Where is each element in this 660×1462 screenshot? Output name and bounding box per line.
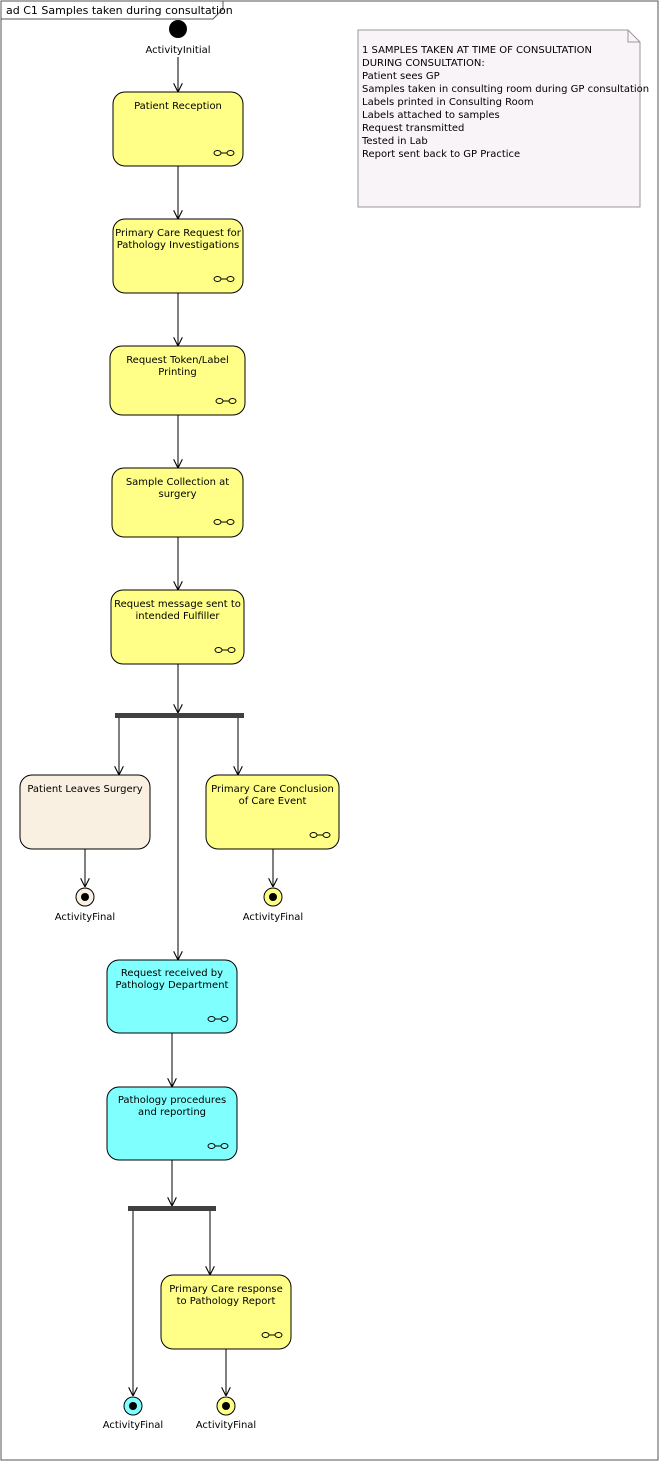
note-line: 1 SAMPLES TAKEN AT TIME OF CONSULTATION bbox=[362, 45, 593, 56]
activity-primary-care-response bbox=[160, 1274, 292, 1350]
title-tab bbox=[1, 1, 224, 20]
rake-icon bbox=[213, 150, 235, 156]
activity-label: Patient Reception bbox=[134, 101, 222, 112]
activity-pathology-procedures bbox=[106, 1086, 238, 1161]
note-line: Labels attached to samples bbox=[362, 110, 500, 121]
final-node bbox=[263, 887, 283, 907]
activity-label: Sample Collection at surgery bbox=[125, 477, 230, 500]
activity-label: Pathology procedures and reporting bbox=[117, 1095, 227, 1118]
activity-patient-reception bbox=[112, 91, 244, 167]
activity-patient-leaves-surgery bbox=[19, 774, 151, 850]
rake-icon bbox=[214, 647, 236, 653]
note-text: 1 SAMPLES TAKEN AT TIME OF CONSULTATION … bbox=[362, 44, 650, 161]
rake-icon bbox=[213, 519, 235, 525]
activity-request-received bbox=[106, 959, 238, 1034]
final-node-label: ActivityFinal bbox=[102, 1420, 164, 1431]
activity-label: Patient Leaves Surgery bbox=[27, 784, 143, 795]
final-node-label: ActivityFinal bbox=[195, 1420, 257, 1431]
final-node bbox=[123, 1396, 143, 1416]
diagram-title: ad C1 Samples taken during consultation bbox=[6, 4, 233, 17]
note-fold bbox=[627, 30, 640, 43]
activity-label: Request message sent to intended Fulfill… bbox=[114, 599, 241, 622]
rake-icon bbox=[215, 398, 237, 404]
note-line: Samples taken in consulting room during … bbox=[362, 84, 650, 95]
activity-label: Primary Care Request for Pathology Inves… bbox=[115, 228, 241, 251]
activity-conclusion-of-care bbox=[205, 774, 340, 850]
note-line: Request transmitted bbox=[362, 123, 465, 134]
rake-icon bbox=[207, 1143, 229, 1149]
note-line: Patient sees GP bbox=[362, 71, 440, 82]
final-node-label: ActivityFinal bbox=[242, 912, 304, 923]
activity-sample-collection bbox=[111, 467, 244, 538]
rake-icon bbox=[207, 1016, 229, 1022]
initial-node bbox=[169, 20, 187, 38]
rake-icon bbox=[261, 1332, 283, 1338]
activity-label: Primary Care Conclusion of Care Event bbox=[211, 784, 334, 807]
activity-request-message-sent bbox=[110, 589, 245, 665]
final-node bbox=[75, 887, 95, 907]
fork-bar bbox=[115, 713, 244, 718]
final-node-label: ActivityFinal bbox=[54, 912, 116, 923]
activity-label: Request Token/Label Printing bbox=[126, 355, 229, 378]
rake-icon bbox=[213, 276, 235, 282]
note-line: DURING CONSULTATION: bbox=[362, 58, 485, 69]
activity-token-label-printing bbox=[109, 345, 246, 416]
rake-icon bbox=[309, 832, 331, 838]
note-box bbox=[357, 29, 641, 208]
fork-bar bbox=[128, 1206, 216, 1211]
note-line: Labels printed in Consulting Room bbox=[362, 97, 534, 108]
activity-primary-care-request bbox=[112, 218, 244, 294]
activity-label: Primary Care response to Pathology Repor… bbox=[169, 1284, 283, 1307]
note-line: Report sent back to GP Practice bbox=[362, 149, 521, 160]
final-node bbox=[216, 1396, 236, 1416]
activity-label: Request received by Pathology Department bbox=[115, 968, 229, 991]
note-line: Tested in Lab bbox=[362, 136, 428, 147]
initial-node-label: ActivityInitial bbox=[145, 45, 211, 56]
